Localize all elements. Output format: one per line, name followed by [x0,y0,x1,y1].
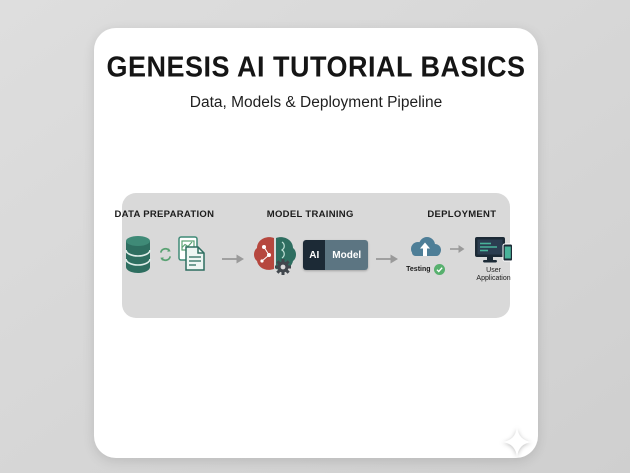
stage-data-preparation: DATA PREPARATION [114,209,214,274]
page-subtitle: Data, Models & Deployment Pipeline [189,94,443,111]
arrow-icon [375,253,399,265]
document-icon [178,236,206,272]
user-application-label: User Application [476,267,511,283]
slide-card: GENESIS AI TUTORIAL BASICS Data, Models … [94,28,538,458]
monitor-icon [474,236,514,265]
page-title: GENESIS AI TUTORIAL BASICS [106,51,526,83]
stage-deployment: DEPLOYMENT [406,209,517,284]
pipeline-band: DATA PREPARATION [114,193,513,318]
cloud-upload-icon [407,236,443,261]
ai-model-label-left: AI [303,240,326,270]
sparkle-icon [502,427,532,457]
checkmark-icon [433,264,445,275]
stage-label-deployment: DEPLOYMENT [427,209,497,220]
arrow-icon [449,244,465,254]
brain-icon [252,234,298,276]
stage-model-training: MODEL TRAINING [252,209,369,276]
arrow-icon [221,253,245,265]
transform-arrows-icon [158,247,173,262]
ai-model-label-right: Model [325,240,369,270]
database-icon [123,234,153,274]
stage-label-model-training: MODEL TRAINING [266,209,354,220]
stage-label-data-preparation: DATA PREPARATION [114,209,215,220]
ai-model-box: AI Model [303,240,369,270]
testing-label: Testing [406,266,431,273]
